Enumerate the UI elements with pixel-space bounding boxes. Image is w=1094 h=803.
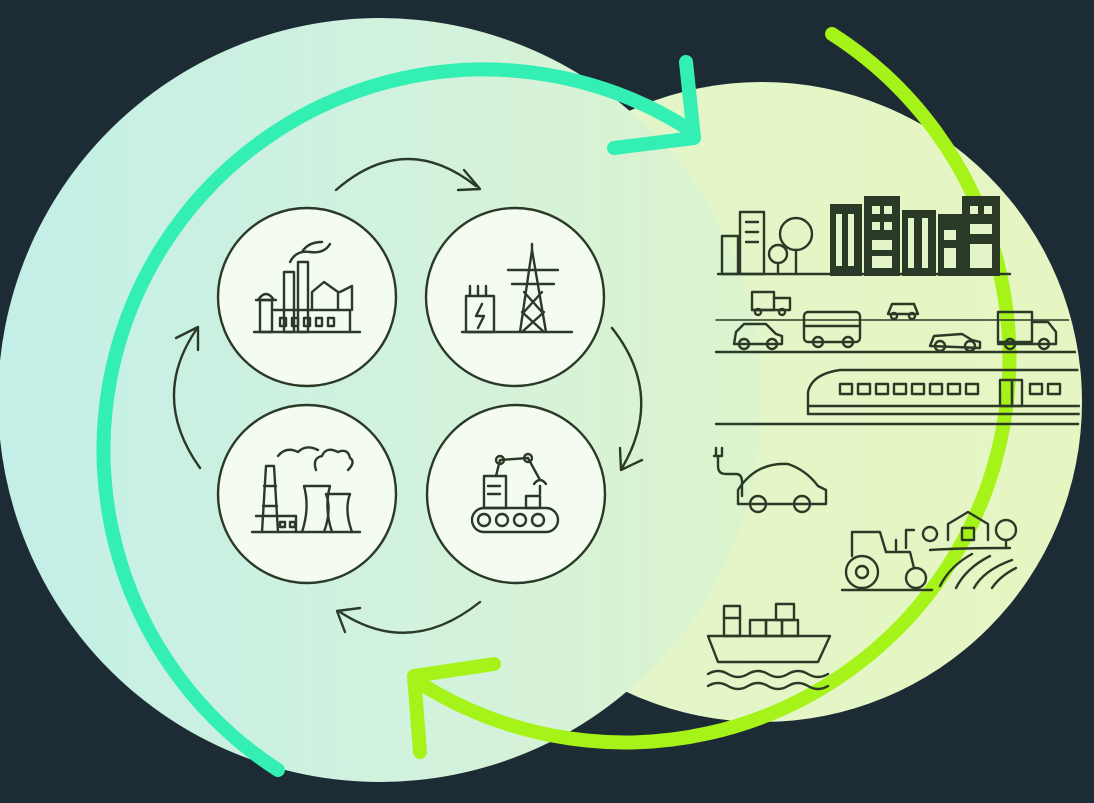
cycle-arrow-top [334,157,478,192]
left-arc-arrowhead [607,55,701,155]
node-robotic-arm [425,403,607,585]
node-power-grid [424,206,606,388]
node-power-plant-ring [216,403,398,585]
tractor-farm-icon [840,510,1018,592]
node-power-plant [216,403,398,585]
cycle-arrow-top-head [456,168,482,192]
cargo-ship-icon [706,602,832,691]
power-plant-icon [250,446,362,534]
node-power-grid-ring [424,206,606,388]
road-traffic-icon [714,290,1080,354]
factory-icon [252,240,362,334]
cycle-arrow-right [610,326,643,470]
right-outer-arc [411,27,1017,750]
train-icon [714,368,1080,426]
cycle-arrow-bottom [338,600,482,634]
electric-car-icon [712,446,828,514]
cycle-arrow-left-head [174,325,200,352]
node-robotic-arm-ring [425,403,607,585]
inner-cycle-arrows [172,157,644,634]
right-arc-arrowhead [407,657,501,759]
cycle-arrow-bottom-head [335,606,362,634]
cycle-arrow-right-head [618,446,644,472]
robotic-arm-icon [470,452,560,534]
cycle-arrow-left [172,328,202,470]
power-pylon-icon [460,242,574,334]
node-factory [216,206,398,388]
left-outer-arc [96,62,697,777]
